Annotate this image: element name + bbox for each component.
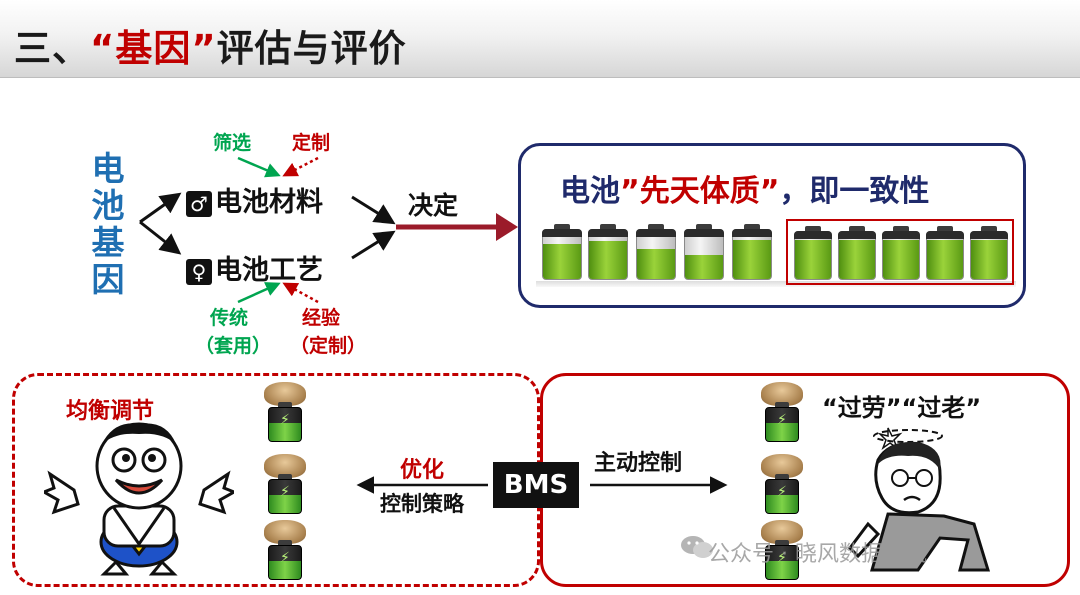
custom-label: 定制 xyxy=(292,132,331,154)
innate-battery xyxy=(732,224,772,280)
innate-battery xyxy=(542,224,582,280)
consistent-batteries-box xyxy=(786,219,1014,285)
title-suffix: 评估与评价 xyxy=(216,27,407,70)
battery-material-label: 电池材料 xyxy=(215,187,323,218)
innate-title-suffix: ，即一致性 xyxy=(779,174,930,209)
battery-process-label: 电池工艺 xyxy=(215,255,323,286)
experience-label: 经验 xyxy=(302,307,341,329)
happy-kid-icon xyxy=(44,422,234,576)
consistent-battery xyxy=(882,226,920,280)
arrow-screen xyxy=(237,156,281,178)
balance-label: 均衡调节 xyxy=(66,399,155,424)
bms-box: BMS xyxy=(493,462,579,508)
active-bolt-icon: ⚡ xyxy=(777,550,787,566)
decide-label: 决定 xyxy=(408,191,459,220)
male-symbol-icon: ♂ xyxy=(186,190,212,217)
active-battery-icon xyxy=(765,540,799,580)
title-prefix: 三、 xyxy=(14,27,90,70)
consistent-battery xyxy=(838,226,876,280)
innate-title: 电池”先天体质”，即一致性 xyxy=(560,166,929,210)
consistent-battery xyxy=(926,226,964,280)
active-control-label: 主动控制 xyxy=(594,451,683,476)
title-gene: “基因” xyxy=(90,27,217,70)
arrow-decide-head xyxy=(496,213,518,241)
innate-title-quoted: ”先天体质” xyxy=(620,174,780,209)
battery-gene-label: 电池基因 xyxy=(91,149,125,299)
arrow-material-to-decide xyxy=(351,195,396,225)
optimize-label: 优化 xyxy=(400,458,445,483)
experience-sub-label: （定制） xyxy=(290,335,367,357)
balance-bolt-icon: ⚡ xyxy=(280,412,290,428)
consistent-battery xyxy=(970,226,1008,280)
wechat-icon xyxy=(681,536,713,558)
active-bolt-icon: ⚡ xyxy=(777,484,787,500)
active-bolt-icon: ⚡ xyxy=(777,412,787,428)
innate-title-prefix: 电池 xyxy=(560,174,620,209)
battery-process: ♀电池工艺 xyxy=(186,248,323,287)
balance-battery-icon xyxy=(268,540,302,580)
screen-label: 筛选 xyxy=(213,132,252,154)
balance-bolt-icon: ⚡ xyxy=(280,550,290,566)
arrow-tradition xyxy=(237,282,281,304)
arrow-gene-to-process xyxy=(139,220,182,255)
female-symbol-icon: ♀ xyxy=(186,258,212,285)
innate-battery xyxy=(588,224,628,280)
arrow-gene-to-material xyxy=(139,192,182,224)
innate-battery xyxy=(636,224,676,280)
tired-man-icon xyxy=(848,427,991,572)
innate-battery xyxy=(684,224,724,280)
overwork-label: “过劳”“过老” xyxy=(822,394,982,422)
consistent-battery xyxy=(794,226,832,280)
page-title: 三、“基因”评估与评价 xyxy=(14,18,407,72)
balance-battery-icon xyxy=(268,474,302,514)
watermark: 公众号 · 晓风数据理航 xyxy=(708,542,927,567)
control-strategy-label: 控制策略 xyxy=(380,492,464,516)
header-bar xyxy=(0,0,1080,78)
arrow-process-to-decide xyxy=(351,230,396,260)
arrow-experience xyxy=(282,282,319,304)
battery-material: ♂电池材料 xyxy=(186,180,323,219)
balance-bolt-icon: ⚡ xyxy=(280,484,290,500)
active-battery-icon xyxy=(765,402,799,442)
tradition-sub-label: （套用） xyxy=(195,335,272,357)
battery-shelf xyxy=(536,281,1016,287)
active-battery-icon xyxy=(765,474,799,514)
balance-battery-icon xyxy=(268,402,302,442)
tradition-label: 传统 xyxy=(210,307,249,329)
arrow-custom xyxy=(282,156,319,177)
